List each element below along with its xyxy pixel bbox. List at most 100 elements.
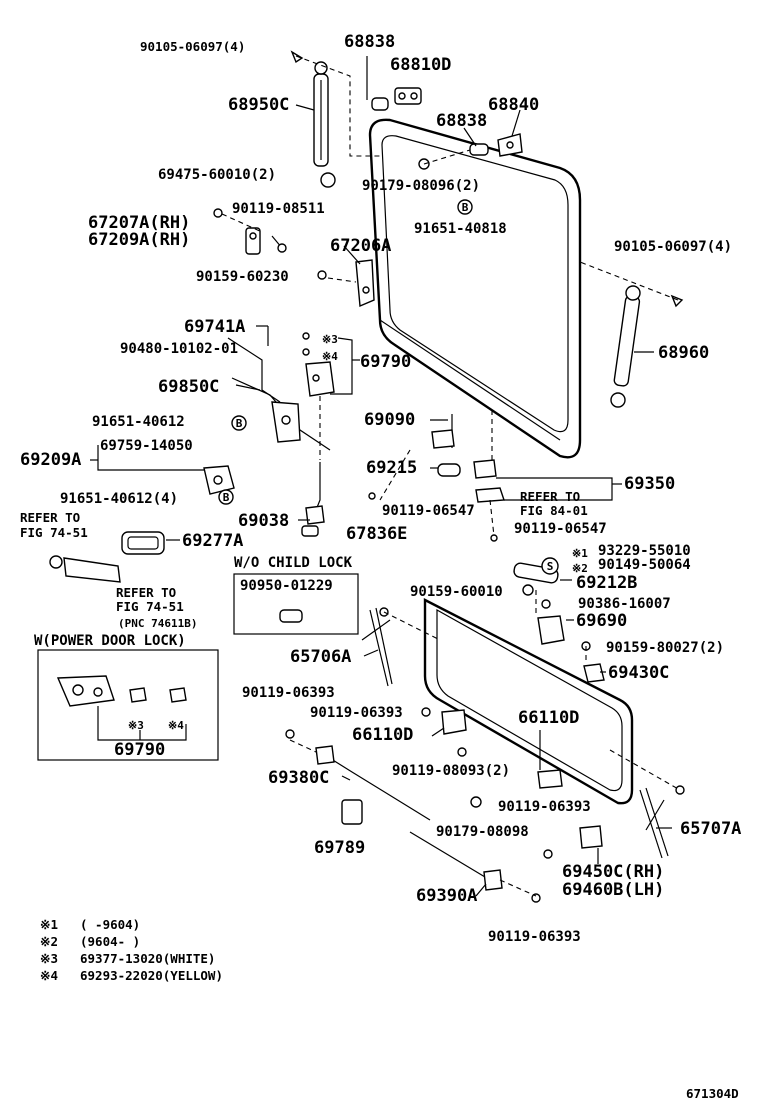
lock-69790: [302, 332, 335, 397]
refer-74-51-a-line1: REFER TO: [20, 510, 80, 525]
b-symbol-2: B: [236, 417, 243, 430]
footnote-1-mark: ※1: [40, 917, 58, 932]
rod-69038: [305, 462, 325, 525]
label-68810D: 68810D: [390, 55, 451, 75]
label-90480: 90480-10102-01: [120, 341, 238, 357]
footnotes: ※1 ( -9604) ※2 (9604- ) ※3 69377-13020(W…: [40, 917, 223, 983]
label-90119-06547-b: 90119-06547: [514, 521, 607, 537]
label-65707A: 65707A: [680, 819, 741, 839]
refer-74-51-a-line2: FIG 74-51: [20, 525, 88, 540]
back-door-panel: [368, 118, 582, 459]
label-69277A: 69277A: [182, 531, 243, 551]
cap-69215: [437, 463, 461, 477]
mark-4-top: ※4: [322, 350, 338, 363]
leader-lines: [90, 56, 672, 897]
label-90119-08093: 90119-08093(2): [392, 763, 510, 779]
label-69038: 69038: [238, 511, 289, 531]
label-90159-60230: 90159-60230: [196, 269, 289, 285]
label-91651-40612: 91651-40612: [92, 414, 185, 430]
bolts-lower: [285, 729, 553, 903]
inset-child-lock: [233, 573, 359, 635]
clip-67836E: [301, 525, 319, 537]
footnote-4-mark: ※4: [40, 968, 58, 983]
label-69209A: 69209A: [20, 450, 81, 470]
footnote-1-text: ( -9604): [80, 917, 140, 932]
strut-68950C: [313, 61, 336, 188]
footnote-2-mark: ※2: [40, 934, 58, 949]
label-91651-40612-4: 91651-40612(4): [60, 491, 178, 507]
label-90119-06393-d: 90119-06393: [488, 929, 581, 945]
label-69790-top: 69790: [360, 352, 411, 372]
mark-3-top: ※3: [322, 333, 338, 346]
footnote-2-text: (9604- ): [80, 934, 140, 949]
label-90386: 90386-16007: [578, 596, 671, 612]
label-65706A: 65706A: [290, 647, 351, 667]
label-69460B: 69460B(LH): [562, 880, 664, 900]
bush-68838-b: [469, 143, 489, 156]
bolt-90119-08511: [271, 235, 287, 253]
label-69789: 69789: [314, 838, 365, 858]
label-90159-60010: 90159-60010: [410, 584, 503, 600]
label-69380C: 69380C: [268, 768, 329, 788]
refer-74-51-b-line1: REFER TO: [116, 585, 176, 600]
refer-74-51-b-line3: (PNC 74611B): [118, 617, 197, 630]
latch-69450C: [579, 825, 603, 849]
label-90179-08096: 90179-08096(2): [362, 178, 480, 194]
label-90179-08098: 90179-08098: [436, 824, 529, 840]
b-symbol-3: B: [223, 491, 230, 504]
label-69450C: 69450C(RH): [562, 862, 664, 882]
footnote-4-text: 69293-22020(YELLOW): [80, 968, 223, 983]
footnote-3-text: 69377-13020(WHITE): [80, 951, 215, 966]
footnote-3-mark: ※3: [40, 951, 58, 966]
label-90119-06393-a: 90119-06393: [242, 685, 335, 701]
label-90119-08511: 90119-08511: [232, 201, 325, 217]
lock-69090: [431, 414, 455, 449]
bolt-90119-06547: [368, 492, 498, 542]
bolt-90159-60230: [317, 270, 327, 280]
label-69090: 69090: [364, 410, 415, 430]
label-90119-06547-a: 90119-06547: [382, 503, 475, 519]
label-90149: 90149-50064: [598, 557, 691, 573]
label-68838-a: 68838: [344, 32, 395, 52]
bush-68838-a: [371, 97, 389, 111]
bumper-69789: [341, 799, 363, 825]
label-68950C: 68950C: [228, 95, 289, 115]
label-91651-40818: 91651-40818: [414, 221, 507, 237]
bracket-67206A: [355, 259, 375, 308]
refer-74-51-b-line2: FIG 74-51: [116, 599, 184, 614]
label-90119-06393-b: 90119-06393: [310, 705, 403, 721]
label-69430C: 69430C: [608, 663, 669, 683]
bolt-90105-06097-right: [670, 294, 684, 308]
handle-69277A: [49, 531, 165, 583]
label-68960: 68960: [658, 343, 709, 363]
label-68840: 68840: [488, 95, 539, 115]
label-67209A: 67209A(RH): [88, 230, 190, 250]
s-symbol: S: [547, 560, 554, 573]
label-68838-b: 68838: [436, 111, 487, 131]
cable-69390A: [409, 831, 503, 891]
mark-2: ※2: [572, 562, 588, 575]
child-lock-part: 90950-01229: [240, 578, 333, 594]
power-lock-mark-3: ※3: [128, 719, 144, 732]
label-69690: 69690: [576, 611, 627, 631]
label-69215: 69215: [366, 458, 417, 478]
inset-power-lock: [37, 649, 219, 761]
b-symbol-1: B: [462, 201, 469, 214]
label-90105-06097-right: 90105-06097(4): [614, 239, 732, 255]
label-69741A: 69741A: [184, 317, 245, 337]
hinge-66110D: [421, 707, 563, 789]
stay-65707A: [639, 785, 685, 859]
stay-65706A: [361, 607, 393, 687]
clip-69475: [213, 208, 223, 218]
label-67836E: 67836E: [346, 524, 407, 544]
latch-69350: [473, 459, 505, 503]
label-93229: 93229-55010: [598, 543, 691, 559]
label-90105-06097-top: 90105-06097(4): [140, 39, 245, 54]
bracket-67207A: [245, 227, 261, 255]
hinge-68810D: [394, 87, 422, 105]
symbol-b-circles: [218, 199, 559, 575]
label-90119-06393-c: 90119-06393: [498, 799, 591, 815]
mark-1: ※1: [572, 547, 588, 560]
label-69475: 69475-60010(2): [158, 167, 276, 183]
